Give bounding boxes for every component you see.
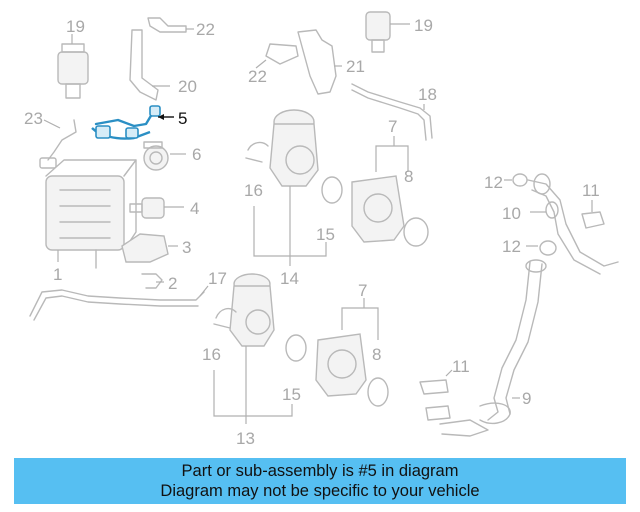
- callout-6: 6: [192, 145, 201, 164]
- callout-22-top: 22: [196, 20, 215, 39]
- part-7-throttle-lower: [315, 298, 389, 407]
- part-19-solenoid-left: [57, 34, 89, 99]
- callout-21: 21: [346, 57, 365, 76]
- callout-17: 17: [208, 269, 227, 288]
- part-7-throttle-upper: [351, 136, 429, 247]
- callout-15-lower: 15: [282, 385, 301, 404]
- part-11-gasket-upper: [581, 200, 605, 229]
- callout-12-lower: 12: [502, 237, 521, 256]
- part-4-valve: [129, 197, 184, 219]
- callout-10: 10: [502, 204, 521, 223]
- part-20-bracket: [129, 29, 170, 101]
- callout-4: 4: [190, 199, 199, 218]
- part-19-solenoid-right: [365, 11, 410, 53]
- callout-22-middle: 22: [248, 67, 267, 86]
- callout-7-lower: 7: [358, 281, 367, 300]
- callout-16-lower: 16: [202, 345, 221, 364]
- part-12-gasket-lower: [526, 240, 557, 256]
- part-13-egr-valve-lower: [213, 273, 275, 347]
- callout-23: 23: [24, 109, 43, 128]
- callout-1: 1: [53, 265, 62, 284]
- part-22-bracket-middle: [255, 43, 299, 69]
- banner-line-1: Part or sub-assembly is #5 in diagram: [181, 462, 459, 480]
- callout-11-lower: 11: [452, 357, 470, 376]
- part-5-wiring-harness: [91, 105, 174, 140]
- part-23-sensor-line: [39, 119, 77, 169]
- part-12-gasket-upper: [504, 173, 528, 187]
- part-17-hose: [29, 285, 209, 321]
- callout-12-upper: 12: [484, 173, 503, 192]
- callout-18: 18: [418, 85, 437, 104]
- part-15-gasket-upper: [321, 176, 343, 204]
- banner-line-2: Diagram may not be specific to your vehi…: [160, 482, 480, 500]
- parts-diagram: 19 22 20 23 5 1: [24, 11, 619, 448]
- callout-3: 3: [182, 238, 191, 257]
- part-11-gasket-lower: [419, 369, 453, 421]
- info-banner: Part or sub-assembly is #5 in diagram Di…: [14, 458, 626, 504]
- callout-14: 14: [280, 269, 299, 288]
- part-10-pipe: [527, 173, 619, 275]
- part-22-bracket-top: [147, 17, 194, 33]
- leader-13-lower: [213, 370, 293, 417]
- callout-13: 13: [236, 429, 255, 448]
- callout-8-lower: 8: [372, 345, 381, 364]
- callout-19-left: 19: [66, 17, 85, 36]
- callout-2: 2: [168, 274, 177, 293]
- callout-15-upper: 15: [316, 225, 335, 244]
- part-18-pipe: [351, 83, 433, 141]
- part-1-canister: [45, 159, 137, 269]
- part-3-bracket: [121, 233, 178, 263]
- callout-5-highlighted: 5: [178, 109, 187, 128]
- part-15-gasket-lower: [285, 334, 307, 362]
- callout-19-right: 19: [414, 16, 433, 35]
- part-2-connector: [141, 273, 164, 289]
- callout-11-upper: 11: [582, 181, 600, 200]
- part-6-valve: [143, 141, 186, 171]
- part-14-egr-valve-upper: [245, 109, 319, 187]
- part-21-bracket: [297, 29, 342, 95]
- callout-20: 20: [178, 77, 197, 96]
- callout-16-upper: 16: [244, 181, 263, 200]
- callout-7-upper: 7: [388, 117, 397, 136]
- callout-8-upper: 8: [404, 167, 413, 186]
- callout-9: 9: [522, 389, 531, 408]
- part-9-pipe: [439, 259, 547, 437]
